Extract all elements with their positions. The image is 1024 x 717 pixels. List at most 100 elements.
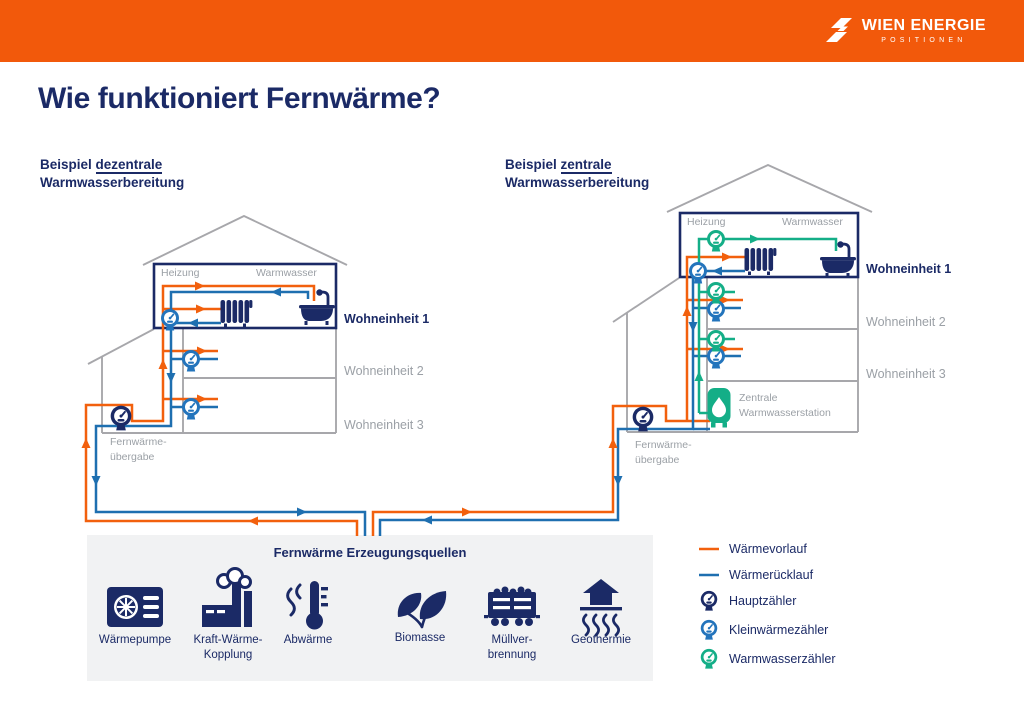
page-title: Wie funktioniert Fernwärme? xyxy=(38,82,441,115)
legend-label: Warmwasserzähler xyxy=(729,652,836,666)
small-heat-meter-icon xyxy=(706,346,726,370)
small-heat-meter-icon xyxy=(688,261,708,285)
supply-pipes-orange xyxy=(84,255,745,536)
left-building-outline xyxy=(87,215,348,434)
source-label-geothermie: Geothermie xyxy=(570,634,632,646)
station-line1: Zentrale xyxy=(739,392,778,404)
wien-energie-logo: WIEN ENERGIE POSITIONEN xyxy=(824,15,986,45)
warm-water-meter-icon xyxy=(706,281,726,305)
flow-arrow xyxy=(613,476,623,486)
flow-arrow xyxy=(158,359,168,369)
left-heizung-label: Heizung xyxy=(161,267,200,279)
flow-arrow xyxy=(682,306,692,316)
flow-arrow xyxy=(166,373,176,383)
wien-energie-logomark-icon xyxy=(825,18,852,42)
supply-line-swatch-icon xyxy=(699,547,719,551)
right-transfer-line2: übergabe xyxy=(635,454,680,466)
header-bar xyxy=(0,0,1024,62)
small-heat-meter-icon xyxy=(706,299,726,323)
return-line-swatch-icon xyxy=(699,573,719,577)
main-meter-icon xyxy=(631,405,655,433)
legend-item-waermeruecklauf: Wärmerücklauf xyxy=(698,564,813,586)
flow-arrow xyxy=(712,266,722,276)
left-unit1-label: Wohneinheit 1 xyxy=(344,312,430,326)
legend-item-warmwasserzaehler: Warmwasserzähler xyxy=(698,647,836,671)
example-right-heading: Beispiel zentrale Warmwasserbereitung xyxy=(505,156,649,191)
flow-arrow xyxy=(271,287,281,297)
small-heat-meter-icon xyxy=(160,308,180,332)
flow-arrow xyxy=(720,295,730,305)
logo-text: WIEN ENERGIE POSITIONEN xyxy=(862,17,986,44)
left-unit2-label: Wohneinheit 2 xyxy=(344,364,424,378)
sources-title: Fernwärme Erzeugungsquellen xyxy=(273,545,467,560)
bathtub-icon xyxy=(818,239,858,279)
right-warmwasser-label: Warmwasser xyxy=(782,216,843,228)
warm-water-meter-icon xyxy=(706,229,726,253)
flow-arrow xyxy=(197,346,207,356)
small-heat-meter-icon xyxy=(699,619,719,641)
legend-label: Wärmevorlauf xyxy=(729,542,807,556)
flow-arrow xyxy=(91,476,101,486)
example-right-prefix: Beispiel xyxy=(505,157,561,172)
right-unit2-label: Wohneinheit 2 xyxy=(866,315,946,329)
example-left-heading: Beispiel dezentrale Warmwasserbereitung xyxy=(40,156,184,191)
flow-arrow xyxy=(694,371,704,381)
warm-water-meter-icon xyxy=(699,648,719,670)
flow-arrow xyxy=(422,515,432,525)
warmwater-pipes-green xyxy=(697,237,838,415)
meters xyxy=(109,229,726,433)
left-transfer-line1: Fernwärme- xyxy=(110,436,167,448)
main-meter-icon xyxy=(109,404,133,432)
left-transfer-line2: übergabe xyxy=(110,451,155,463)
flow-arrow xyxy=(688,322,698,332)
flow-arrow xyxy=(195,281,205,291)
source-label-kwk: Kraft-Wärme- Kopplung xyxy=(193,634,263,661)
example-right-line2: Warmwasserbereitung xyxy=(505,174,650,190)
main-meter-icon xyxy=(699,590,719,612)
right-transfer-label: Fernwärme- übergabe xyxy=(635,438,692,468)
flow-arrow xyxy=(197,394,207,404)
radiator-icon xyxy=(220,300,253,327)
source-label-waermepumpe: Wärmepumpe xyxy=(98,634,172,646)
example-left-line2: Warmwasserbereitung xyxy=(40,174,185,190)
brand-name: WIEN ENERGIE xyxy=(861,16,986,34)
flow-arrow xyxy=(750,234,760,244)
central-warmwater-station-icon xyxy=(707,388,731,428)
flow-arrow xyxy=(188,318,198,328)
legend-item-hauptzaehler: Hauptzähler xyxy=(698,589,796,613)
left-transfer-label: Fernwärme- übergabe xyxy=(110,435,167,465)
flow-arrow xyxy=(720,344,730,354)
left-unit3-label: Wohneinheit 3 xyxy=(344,418,424,432)
station-line2: Warmwasserstation xyxy=(739,407,831,419)
radiator-icon xyxy=(744,248,777,275)
legend-label: Hauptzähler xyxy=(729,594,797,608)
flow-arrow xyxy=(608,438,618,448)
right-unit1-label: Wohneinheit 1 xyxy=(866,262,952,276)
bathtub-icon xyxy=(297,287,337,327)
sources-panel xyxy=(87,535,653,681)
flow-arrow xyxy=(248,516,258,526)
right-heizung-label: Heizung xyxy=(687,216,726,228)
example-left-highlight: dezentrale xyxy=(95,157,163,174)
flow-arrow xyxy=(196,304,206,314)
legend-label: Wärmerücklauf xyxy=(729,568,814,582)
return-pipes-blue xyxy=(94,269,745,536)
right-unit3-label: Wohneinheit 3 xyxy=(866,367,946,381)
legend-item-waermevorlauf: Wärmevorlauf xyxy=(698,538,807,560)
flow-arrow xyxy=(297,507,307,517)
source-label-abwaerme: Abwärme xyxy=(283,634,333,646)
central-station-label: Zentrale Warmwasserstation xyxy=(739,391,831,421)
flow-arrow xyxy=(462,507,472,517)
small-heat-meter-icon xyxy=(181,349,201,373)
flow-arrow xyxy=(722,252,732,262)
warm-water-meter-icon xyxy=(706,329,726,353)
source-label-biomasse: Biomasse xyxy=(394,632,446,644)
example-left-prefix: Beispiel xyxy=(40,157,96,172)
legend-item-kleinwaermezaehler: Kleinwärmezähler xyxy=(698,618,828,642)
flow-arrow xyxy=(81,438,91,448)
legend-label: Kleinwärmezähler xyxy=(729,623,829,637)
brand-subtitle: POSITIONEN xyxy=(881,36,967,44)
example-right-highlight: zentrale xyxy=(560,157,612,174)
source-label-muellverbrennung: Müllver- brennung xyxy=(487,634,537,661)
